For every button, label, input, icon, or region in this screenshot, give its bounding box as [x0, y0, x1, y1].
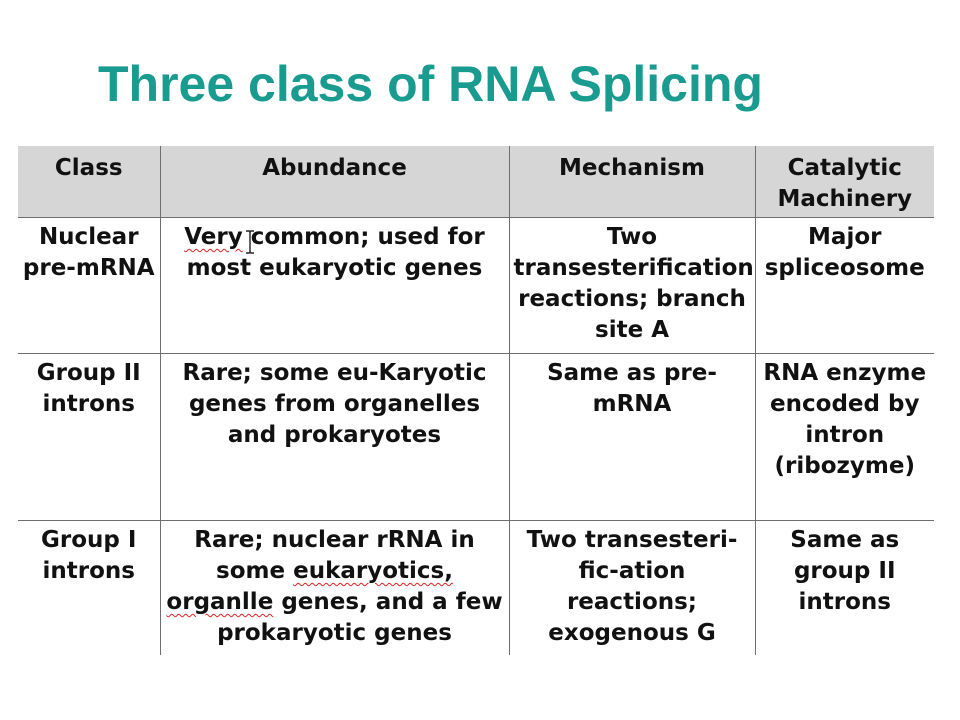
cell-mechanism: Same as pre-mRNA — [508, 353, 756, 521]
cell-mechanism: Two transesterification reactions; branc… — [508, 217, 756, 354]
cell-class: Group I introns — [18, 520, 161, 655]
slide-title: Three class of RNA Splicing — [98, 56, 763, 112]
cell-class: Nuclear pre-mRNA — [18, 217, 161, 354]
text-cursor-icon — [246, 230, 254, 254]
table-row: Group I introns Rare; nuclear rRNA in so… — [18, 520, 934, 655]
cell-machinery: Same as group II introns — [754, 520, 934, 655]
table-row: Nuclear pre-mRNA Very common; used for m… — [18, 217, 934, 354]
cell-abundance: Very common; used for most eukaryotic ge… — [159, 217, 510, 354]
cell-machinery: Major spliceosome — [754, 217, 934, 354]
header-mechanism: Mechanism — [508, 146, 756, 218]
splicing-table: Class Abundance Mechanism Catalytic Mach… — [18, 146, 934, 655]
cell-abundance: Rare; some eu-Karyotic genes from organe… — [159, 353, 510, 521]
header-class: Class — [18, 146, 161, 218]
cell-class: Group II introns — [18, 353, 161, 521]
header-abundance: Abundance — [159, 146, 510, 218]
cell-machinery: RNA enzyme encoded by intron (ribozyme) — [754, 353, 934, 521]
header-row: Class Abundance Mechanism Catalytic Mach… — [18, 146, 934, 218]
cell-abundance: Rare; nuclear rRNA in some eukaryotics, … — [159, 520, 510, 655]
cell-mechanism: Two transesteri­fic-ation reactions; exo… — [508, 520, 756, 655]
table-row: Group II introns Rare; some eu-Karyotic … — [18, 353, 934, 521]
header-catalytic-machinery: Catalytic Machinery — [754, 146, 934, 218]
